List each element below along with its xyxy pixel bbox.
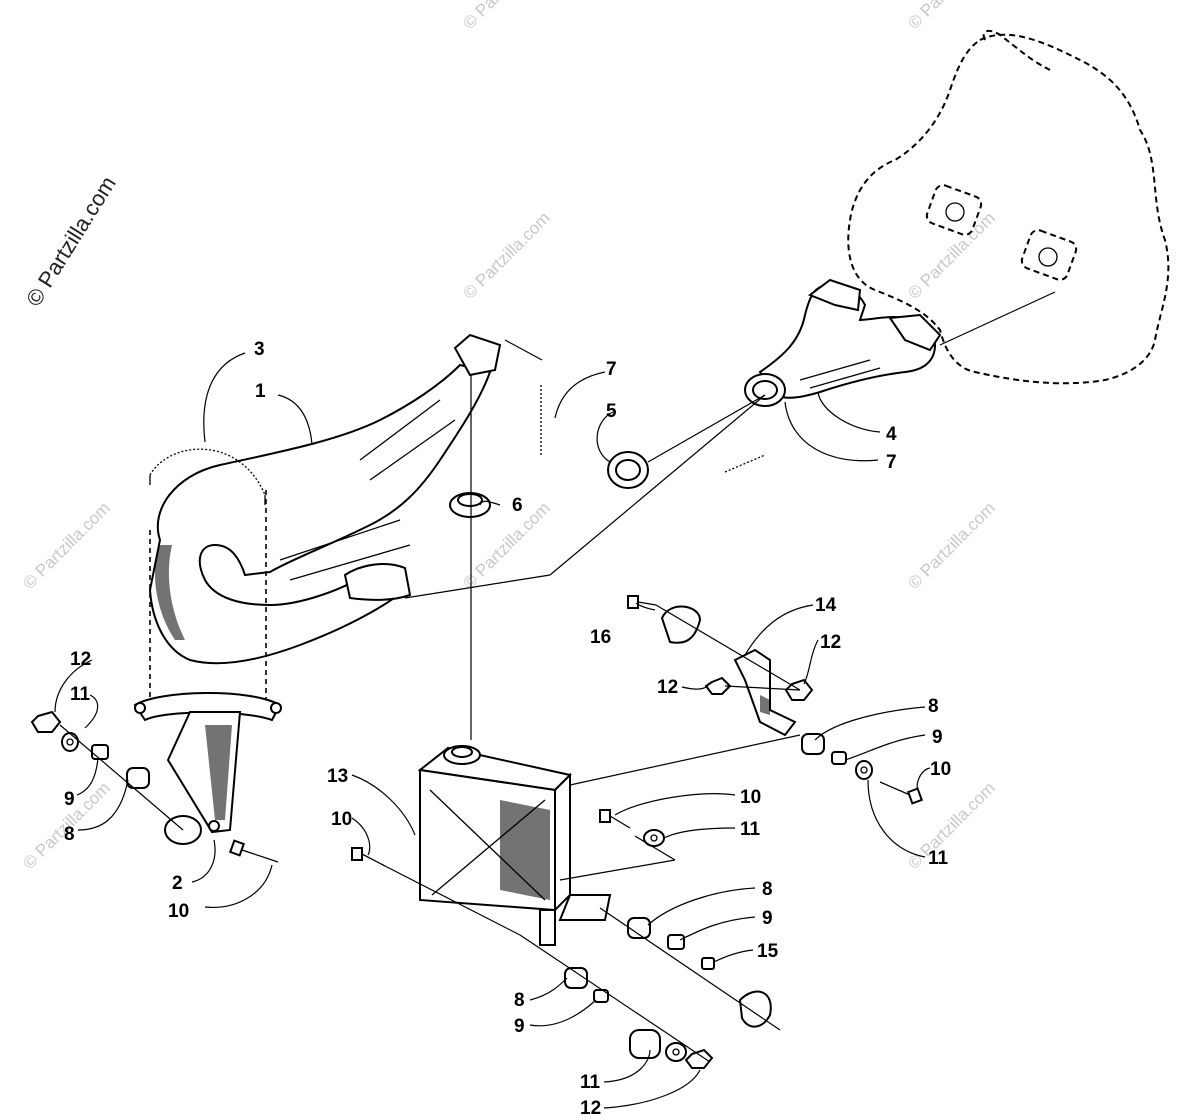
callout-10: 10 [930, 759, 951, 780]
expansion-chamber [148, 333, 502, 665]
callout-1: 1 [255, 381, 266, 402]
washer-plate-15 [738, 990, 772, 1028]
spring-7-lower [724, 454, 766, 473]
callout-8: 8 [64, 824, 75, 845]
leader-lines [54, 352, 931, 1109]
grommet [449, 492, 491, 518]
grommet-8-left [126, 767, 150, 789]
callout-2: 2 [172, 873, 183, 894]
seal-ring [607, 451, 649, 489]
sleeve-9-mid [667, 934, 685, 950]
washer-11-right [855, 760, 873, 780]
callout-4: 4 [886, 424, 897, 445]
grommet-8-mid [627, 917, 651, 939]
nut-12-left [30, 710, 62, 733]
callout-15: 15 [757, 941, 779, 962]
watermark-tile: © Partzilla.com [904, 498, 998, 592]
spring-3 [149, 448, 266, 496]
callout-10: 10 [168, 901, 189, 922]
bolt-10-center [599, 809, 631, 829]
watermark-tile: © Partzilla.com [904, 208, 998, 302]
callout-3: 3 [254, 339, 265, 360]
grommet-8-right [801, 733, 825, 755]
callout-7: 7 [886, 452, 897, 473]
sleeve-9-right [831, 751, 847, 765]
bolt-10-left [228, 839, 279, 863]
callout-6: 6 [512, 495, 523, 516]
nut-12-bottom [684, 1048, 714, 1069]
assembly-lines [59, 339, 801, 1063]
callout-8: 8 [928, 696, 939, 717]
nut-12-bracket-b [704, 676, 732, 695]
callout-11: 11 [580, 1072, 601, 1093]
muffler [417, 745, 612, 946]
sleeve-9-bottom [593, 989, 609, 1003]
callout-9: 9 [762, 908, 773, 929]
callout-9: 9 [514, 1016, 525, 1037]
watermark-tile: © Partzilla.com [459, 0, 553, 33]
callout-9: 9 [64, 789, 75, 810]
callout-8: 8 [762, 879, 773, 900]
grommet-8-bottom [564, 967, 588, 989]
y-manifold [744, 278, 942, 407]
washer-11-bottom [665, 1042, 687, 1062]
callout-labels: 3 1 7 5 6 4 7 14 16 12 12 8 9 10 11 12 1… [64, 339, 951, 1119]
watermark-main: © Partzilla.com [21, 172, 121, 311]
callout-12: 12 [657, 677, 678, 698]
callout-11: 11 [928, 848, 949, 869]
chamber-strap [133, 692, 282, 722]
muffler-bracket [733, 648, 797, 737]
bolt-10-right [879, 781, 924, 805]
watermark-repeats: © Partzilla.com © Partzilla.com © Partzi… [19, 0, 998, 873]
callout-12: 12 [580, 1098, 601, 1119]
engine-outline [847, 29, 1170, 385]
washer-11-left [61, 732, 79, 752]
callout-10: 10 [740, 787, 761, 808]
callout-10: 10 [331, 809, 352, 830]
chamber-bracket [164, 711, 242, 845]
callout-16: 16 [590, 627, 611, 648]
callout-8: 8 [514, 990, 525, 1011]
watermark-tile: © Partzilla.com [904, 0, 998, 33]
callout-9: 9 [932, 727, 943, 748]
callout-11: 11 [740, 819, 761, 840]
bolt-10-mid [351, 847, 386, 867]
washer-plate-16 [660, 605, 702, 644]
callout-13: 13 [327, 766, 348, 787]
spacer-15 [701, 957, 715, 970]
callout-11: 11 [70, 684, 91, 705]
watermark-tile: © Partzilla.com [19, 498, 113, 592]
callout-12: 12 [70, 649, 91, 670]
callout-12: 12 [820, 632, 841, 653]
callout-5: 5 [606, 401, 617, 422]
sleeve-9-left [91, 744, 109, 760]
bolt-16 [627, 595, 657, 609]
manifold-stud-line [939, 291, 1056, 346]
callout-14: 14 [815, 595, 837, 616]
watermark-tile: © Partzilla.com [459, 208, 553, 302]
grommet-bottom-large [629, 1029, 661, 1059]
callout-7: 7 [606, 359, 617, 380]
